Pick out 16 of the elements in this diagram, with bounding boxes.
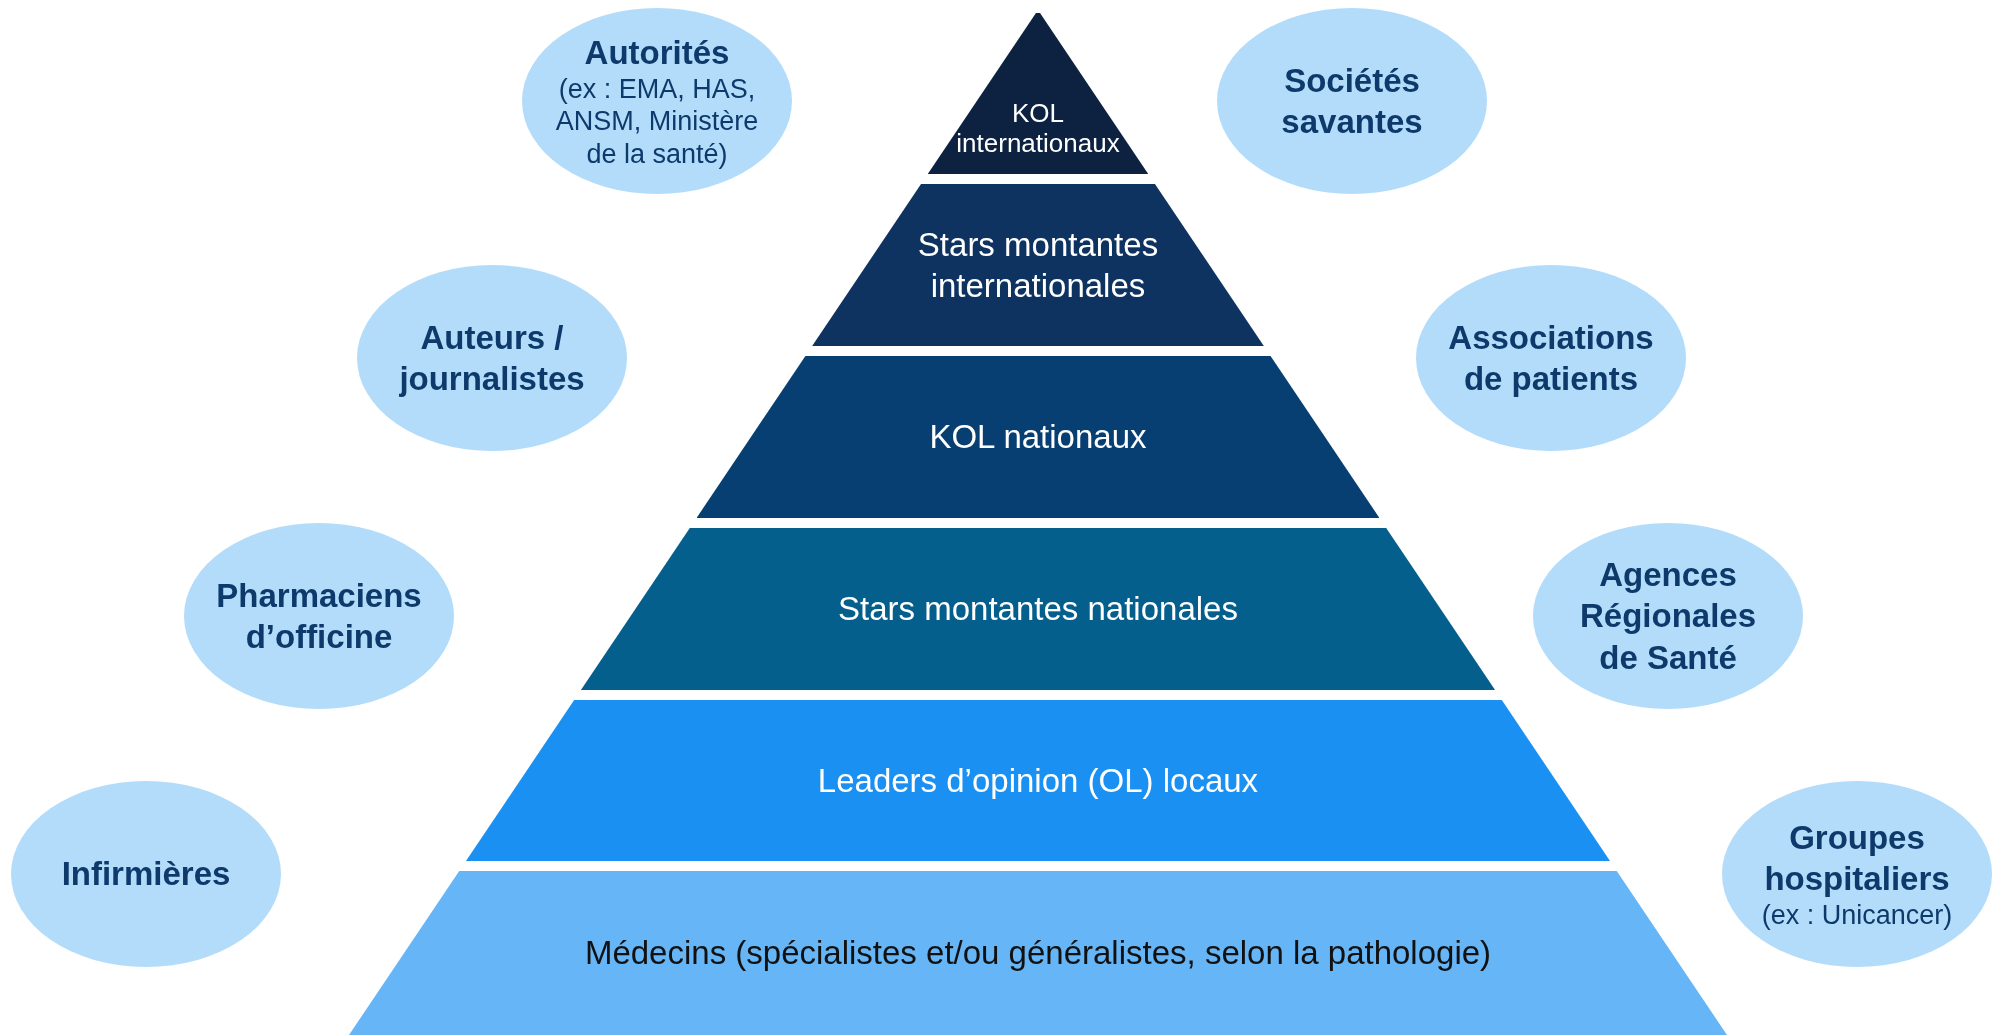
node-heading: Agences Régionales de Santé	[1578, 555, 1758, 678]
tier-label: Leaders d’opinion (OL) locaux	[817, 760, 1259, 801]
node-note: (ex : EMA, HAS, ANSM, Ministère de la santé)	[554, 73, 760, 171]
node-heading: Associations de patients	[1447, 317, 1655, 399]
tier-label: KOL nationaux	[929, 417, 1147, 458]
node-heading: Sociétés savantes	[1280, 60, 1424, 142]
node-heading: Auteurs / journalistes	[398, 317, 586, 399]
node-heading: Autorités	[584, 32, 730, 73]
node-note: (ex : Unicancer)	[1761, 899, 1953, 932]
tier-label: Stars montantes nationales	[838, 589, 1238, 630]
tier-label: Stars montantes internationales	[916, 224, 1160, 306]
node-heading: Infirmières	[61, 854, 231, 895]
node-heading: Pharmaciens d’officine	[215, 575, 423, 657]
tier-label: Médecins (spécialistes et/ou généralistes, selon la pathologie)	[584, 933, 1492, 974]
tier-label: KOL internationaux	[955, 98, 1121, 159]
node-heading: Groupes hospitaliers	[1763, 817, 1951, 899]
